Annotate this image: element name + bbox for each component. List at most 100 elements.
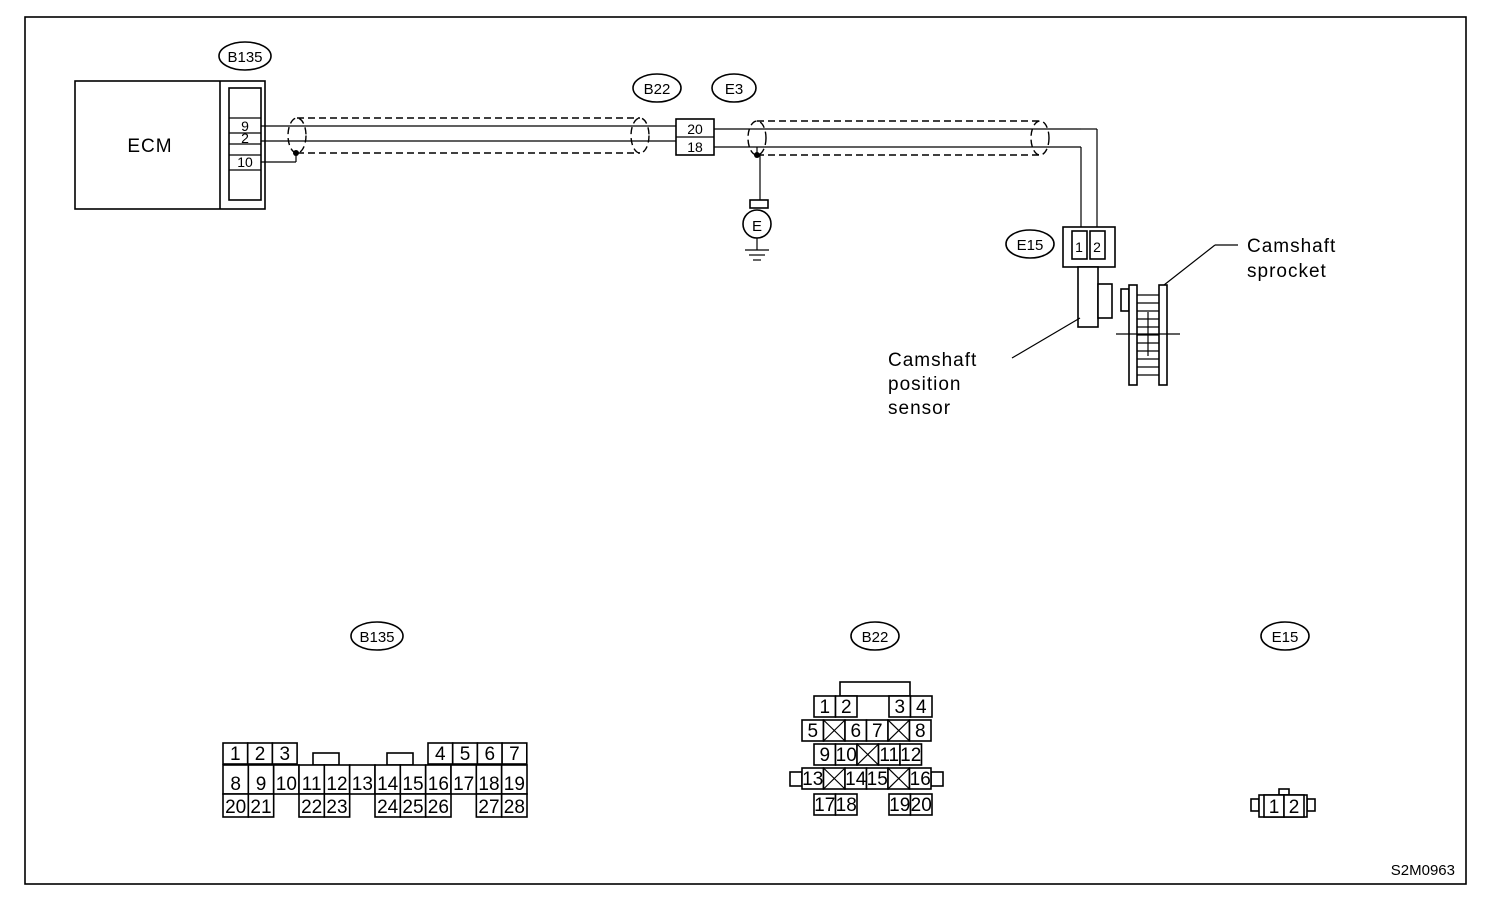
pin-19: 19 [888,793,912,816]
pin-17: 17 [450,764,478,795]
svg-text:8: 8 [915,721,926,742]
svg-text:B135: B135 [359,629,394,646]
svg-text:20: 20 [911,795,932,816]
pin-24: 24 [374,793,402,818]
svg-text:E15: E15 [1272,629,1299,646]
pin-15: 15 [865,767,889,790]
sensor-label-line2: position [888,374,962,395]
figure-code: S2M0963 [1391,862,1455,879]
ecm-pin-2: 2 [241,130,249,146]
blank-cavity [822,767,846,790]
pin-18: 18 [834,793,858,816]
svg-text:15: 15 [867,769,888,790]
pin-12: 12 [899,743,923,766]
pin-5: 5 [451,742,479,765]
svg-text:17: 17 [453,774,474,795]
svg-text:B135: B135 [227,49,262,66]
pin-3: 3 [888,695,912,718]
svg-text:16: 16 [428,774,449,795]
svg-text:20: 20 [225,797,246,818]
pin-12: 12 [323,764,351,795]
joint-pin-18: 18 [687,139,703,155]
pin-14: 14 [844,767,868,790]
svg-text:25: 25 [402,797,423,818]
svg-text:7: 7 [509,744,520,765]
joint-pin-20: 20 [687,121,703,137]
svg-text:17: 17 [814,795,835,816]
svg-text:B22: B22 [862,629,889,646]
pin-20: 20 [909,793,933,816]
pin-17: 17 [813,793,837,816]
blank-cavity [887,719,911,742]
camshaft-sprocket [1116,244,1238,386]
svg-text:9: 9 [256,774,267,795]
ground-label: E [752,218,762,235]
pin-3: 3 [271,742,298,765]
svg-text:B22: B22 [644,81,671,98]
wire-harness-right [714,120,1098,227]
pin-26: 26 [424,793,452,818]
pin-2: 2 [1283,794,1305,818]
sensor-label-line3: sensor [888,398,951,419]
key-tab-right [930,771,944,787]
pin-23: 23 [323,793,351,818]
tag-b135-view: B135 [350,621,404,651]
tag-e3-top: E3 [711,73,757,103]
pin-27: 27 [475,793,503,818]
sprocket-label-line2: sprocket [1247,261,1327,282]
sensor-label-line1: Camshaft [888,350,977,371]
key-tab-left [312,752,340,766]
svg-text:12: 12 [326,774,347,795]
pin-25: 25 [399,793,427,818]
svg-text:14: 14 [845,769,867,790]
tag-b135-top: B135 [218,41,272,71]
svg-text:12: 12 [900,745,921,766]
svg-text:13: 13 [352,774,373,795]
svg-text:15: 15 [402,774,423,795]
pin-11: 11 [298,764,326,795]
svg-text:1: 1 [819,697,830,718]
tag-e15-top: E15 [1005,229,1055,259]
side-tab-right [1306,798,1316,812]
camshaft-position-sensor [1011,266,1113,359]
blank-cavity [887,767,911,790]
ecm-pin-10: 10 [237,154,253,170]
svg-text:14: 14 [377,774,399,795]
pin-6: 6 [476,742,503,765]
ecm-label: ECM [127,136,172,157]
pin-9: 9 [247,764,275,795]
svg-text:9: 9 [819,745,830,766]
svg-text:23: 23 [326,797,347,818]
svg-text:19: 19 [889,795,910,816]
pin-4: 4 [909,695,933,718]
svg-text:26: 26 [428,797,449,818]
pin-10: 10 [272,764,300,795]
diagram-frame [24,16,1467,885]
svg-text:5: 5 [807,721,818,742]
sensor-pin-1: 1 [1075,239,1083,255]
svg-text:16: 16 [910,769,931,790]
pin-2: 2 [246,742,274,765]
wire-harness-left [261,117,676,163]
pin-19: 19 [500,764,528,795]
svg-text:4: 4 [435,744,446,765]
svg-text:2: 2 [255,744,266,765]
svg-text:18: 18 [478,774,499,795]
svg-text:13: 13 [802,769,823,790]
joint-connector-b22-e3: 20 18 [675,118,715,156]
pin-10: 10 [834,743,858,766]
pin-28: 28 [500,793,528,818]
svg-text:22: 22 [301,797,322,818]
svg-text:10: 10 [276,774,297,795]
pin-7: 7 [501,742,528,765]
blank-cavity [822,719,846,742]
svg-text:7: 7 [872,721,883,742]
pin-11: 11 [877,743,901,766]
svg-text:2: 2 [1289,797,1300,818]
pin-22: 22 [298,793,326,818]
ecm-pin-9: 9 [241,118,249,134]
svg-text:18: 18 [836,795,857,816]
